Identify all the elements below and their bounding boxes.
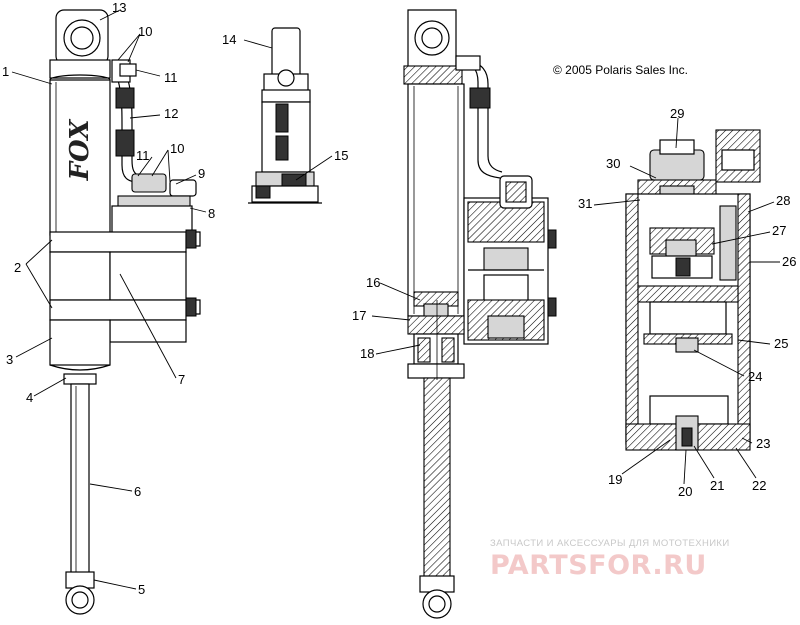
clamp-bolt-bottom <box>185 297 201 317</box>
watermark: ЗАПЧАСТИ И АКСЕССУАРЫ ДЛЯ МОТОТЕХНИКИ PA… <box>490 538 730 581</box>
watermark-tagline: ЗАПЧАСТИ И АКСЕССУАРЫ ДЛЯ МОТОТЕХНИКИ <box>490 538 730 549</box>
leader-lines <box>11 9 780 590</box>
callout-13: 13 <box>112 0 126 15</box>
callout-11-top: 11 <box>164 70 178 85</box>
callout-5: 5 <box>138 582 145 597</box>
callout-26: 26 <box>782 254 796 269</box>
callout-17: 17 <box>352 308 366 323</box>
callout-3: 3 <box>6 352 13 367</box>
callout-10-top: 10 <box>138 24 152 39</box>
callout-31: 31 <box>578 196 592 211</box>
shock-external-view: FOX <box>49 9 201 615</box>
callout-7: 7 <box>178 372 185 387</box>
callout-25: 25 <box>774 336 788 351</box>
callout-10-lower: 10 <box>170 141 184 156</box>
callout-9: 9 <box>198 166 205 181</box>
callout-20: 20 <box>678 484 692 499</box>
svg-text:FOX: FOX <box>65 118 95 182</box>
callout-12: 12 <box>164 106 178 121</box>
callout-23: 23 <box>756 436 770 451</box>
callout-24: 24 <box>748 369 762 384</box>
watermark-logo: PARTSFOR.RU <box>490 550 707 581</box>
callout-19: 19 <box>608 472 622 487</box>
callout-11-lower: 11 <box>136 148 150 163</box>
shock-cutaway-view <box>403 9 557 619</box>
clamp-bolt-top <box>185 229 201 249</box>
callout-6: 6 <box>134 484 141 499</box>
callout-18: 18 <box>360 346 374 361</box>
callout-15: 15 <box>334 148 348 163</box>
callout-2: 2 <box>14 260 21 275</box>
callout-14: 14 <box>222 32 236 47</box>
shock-side-view <box>248 27 322 204</box>
callout-16: 16 <box>366 275 380 290</box>
callout-28: 28 <box>776 193 790 208</box>
callout-labels: 1 2 3 4 5 6 7 8 9 10 10 11 11 12 13 14 1… <box>2 0 796 597</box>
callout-29: 29 <box>670 106 684 121</box>
callout-21: 21 <box>710 478 724 493</box>
copyright-text: © 2005 Polaris Sales Inc. <box>553 63 688 77</box>
callout-27: 27 <box>772 223 786 238</box>
reservoir-detail-view <box>625 129 761 451</box>
callout-8: 8 <box>208 206 215 221</box>
callout-1: 1 <box>2 64 9 79</box>
callout-30: 30 <box>606 156 620 171</box>
callout-4: 4 <box>26 390 33 405</box>
callout-22: 22 <box>752 478 766 493</box>
fox-logo: FOX <box>65 118 95 182</box>
